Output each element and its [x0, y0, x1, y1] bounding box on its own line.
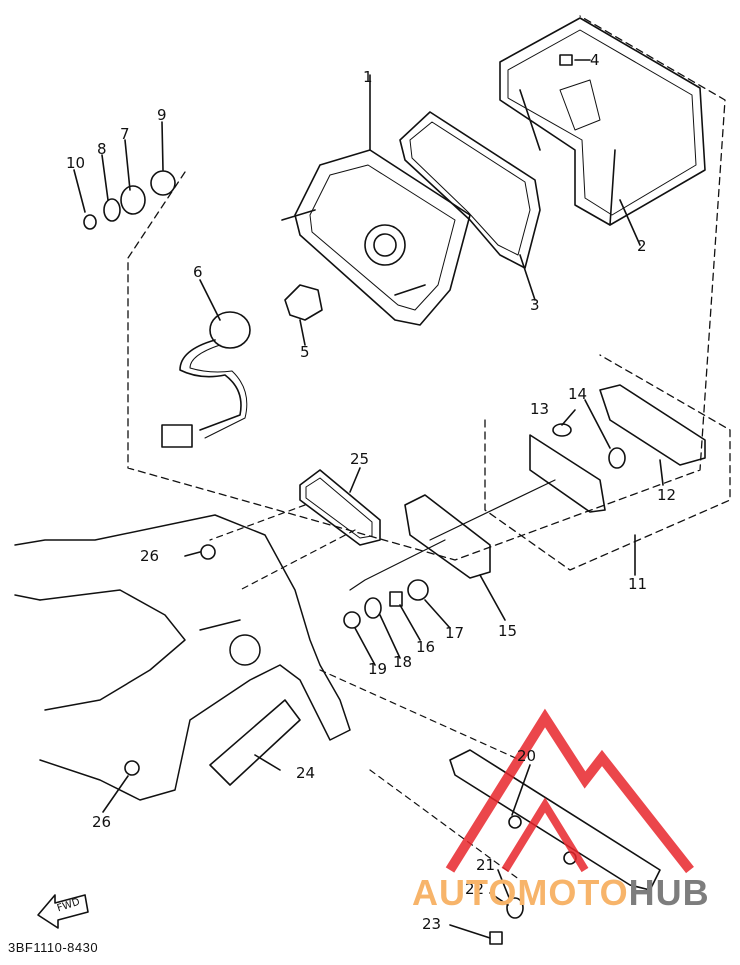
callout-26b: 26: [92, 813, 112, 831]
callout-26a: 26: [140, 547, 160, 565]
nut-23: [489, 931, 503, 945]
watermark-part1: AUTOMOTO: [412, 872, 629, 913]
bulb-5: [284, 284, 323, 321]
assembly-box-1: [127, 15, 726, 561]
washer-18: [364, 597, 382, 619]
callout-19: 19: [368, 660, 388, 678]
callout-11: 11: [628, 575, 648, 593]
reflector-24: [209, 699, 301, 786]
fwd-arrow: [37, 894, 89, 929]
bolt-21a: [508, 815, 522, 829]
collar-16: [389, 591, 403, 607]
callout-13: 13: [530, 400, 550, 418]
nut-26a: [200, 544, 216, 560]
tail-lamp-lens: [499, 17, 706, 226]
watermark-part2: HUB: [628, 872, 710, 913]
callout-23: 23: [422, 915, 442, 933]
callout-17: 17: [445, 624, 465, 642]
callout-2: 2: [637, 237, 647, 255]
callout-21: 21: [476, 856, 496, 874]
callout-5: 5: [300, 343, 310, 361]
bulb-14b: [608, 447, 626, 469]
callout-24: 24: [296, 764, 316, 782]
callout-22: 22: [465, 880, 485, 898]
nut-26b: [124, 760, 140, 776]
socket-harness: [161, 311, 251, 448]
bracket-20: [449, 749, 661, 891]
callout-12: 12: [657, 486, 677, 504]
nut-17: [407, 579, 429, 601]
bracket-15: [404, 494, 491, 579]
washers-stack: [83, 170, 176, 230]
callout-9: 9: [157, 106, 167, 124]
lens-screw: [559, 54, 573, 66]
callout-4: 4: [590, 51, 600, 69]
watermark-text: AUTOMOTOHUB: [412, 872, 710, 914]
rear-fender: [14, 514, 351, 801]
license-bracket-13: [529, 434, 606, 513]
callout-14: 14: [568, 385, 588, 403]
nut-19: [343, 611, 361, 629]
callout-7: 7: [120, 125, 130, 143]
callout-3: 3: [530, 296, 540, 314]
callout-25: 25: [350, 450, 370, 468]
diagram-code: 3BF1110-8430: [8, 940, 99, 955]
callout-6: 6: [193, 263, 203, 281]
callout-10: 10: [66, 154, 86, 172]
callout-8: 8: [97, 140, 107, 158]
callout-18: 18: [393, 653, 413, 671]
plate-25: [299, 469, 381, 546]
callout-20: 20: [517, 747, 537, 765]
assembly-box-11: [484, 354, 731, 571]
callout-15: 15: [498, 622, 518, 640]
lens-gasket: [399, 111, 541, 269]
license-lamp-12: [599, 384, 706, 466]
watermark-logo: [445, 708, 694, 874]
collar-22: [506, 897, 524, 919]
callout-16: 16: [416, 638, 436, 656]
callout-1: 1: [363, 68, 373, 86]
tail-lamp-housing: [281, 149, 471, 326]
